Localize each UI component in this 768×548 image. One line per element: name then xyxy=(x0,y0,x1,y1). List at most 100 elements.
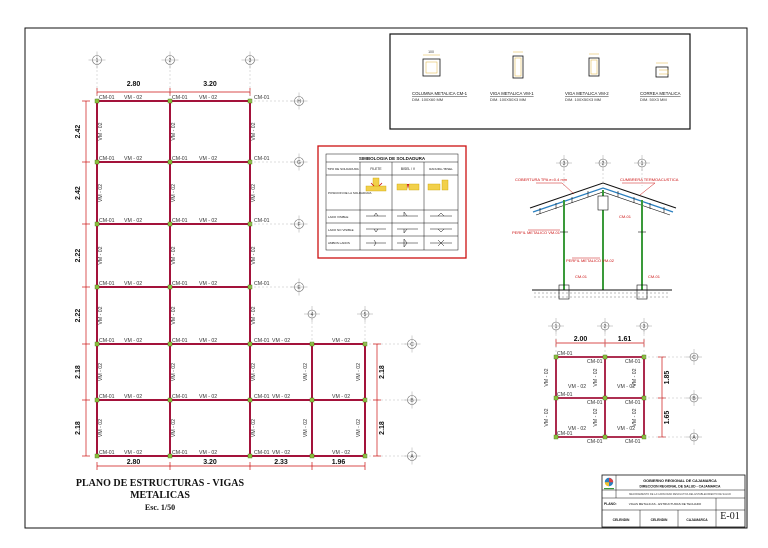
top-dim-label: 3.20 xyxy=(203,81,217,88)
elev-axis-bubble-cross xyxy=(556,155,572,171)
bottom-dim-label: 1.96 xyxy=(332,459,346,466)
column-node xyxy=(167,284,173,290)
right-axis-bubble-label: H xyxy=(297,99,301,105)
small-beam-label-vertical: VM - 02 xyxy=(544,368,550,386)
top-axis-bubble-ext-label: 4 xyxy=(311,312,314,318)
right-axis-bubble-cross xyxy=(290,92,308,110)
small-column-node xyxy=(602,434,608,440)
column-node xyxy=(247,341,253,347)
column-label: CM-01 xyxy=(99,281,115,287)
column-node xyxy=(167,397,173,403)
beam-label-vertical: VM - 02 xyxy=(171,122,177,140)
column-node xyxy=(94,159,100,165)
small-top-dim-label: 1.61 xyxy=(618,336,632,343)
weld-row-not-visible: LADO NO VISIBLE xyxy=(328,228,354,232)
right-axis-bubble-label: E xyxy=(297,285,301,291)
top-axis-bubble-ext-cross xyxy=(357,306,373,322)
elev-label-vm02: PERFIL METALICO VM-02 xyxy=(566,258,615,263)
beam-label-vertical: VM - 02 xyxy=(303,363,309,381)
beam-label: VM - 02 xyxy=(124,450,142,456)
small-beam-label-vertical: VM - 02 xyxy=(593,368,599,386)
title-footer-province: CELENDIN xyxy=(613,518,630,522)
title-org-1: GOBIERNO REGIONAL DE CAJAMARCA xyxy=(643,479,717,483)
column-label: CM-01 xyxy=(99,394,115,400)
regional-government-logo xyxy=(604,477,614,490)
bottom-dim-label: 3.20 xyxy=(203,459,217,466)
small-column-label: CM-01 xyxy=(625,400,641,406)
title-footer-district: CELENDIN xyxy=(651,518,668,522)
top-axis-bubble-cross xyxy=(161,51,179,69)
small-column-node xyxy=(553,395,559,401)
beam-label-vertical: VM - 02 xyxy=(356,363,362,381)
column-node xyxy=(94,284,100,290)
right-axis-bubble-label: A xyxy=(410,454,414,460)
small-column-label: CM-01 xyxy=(625,439,641,445)
beam-label-vertical: VM - 02 xyxy=(171,246,177,264)
beam-label-vertical: VM - 02 xyxy=(98,306,104,324)
beam-label-vertical: VM - 02 xyxy=(171,363,177,381)
small-axis-bubble-right-label: B xyxy=(692,396,696,402)
left-dim-label: 2.42 xyxy=(75,186,82,200)
small-column-node xyxy=(553,434,559,440)
beam-label: VM - 02 xyxy=(272,338,290,344)
small-axis-bubble-label: 1 xyxy=(555,324,558,330)
title-org-2: DIRECCION REGIONAL DE SALUD - CAJAMARCA xyxy=(640,485,721,489)
beam-label-vertical: VM - 02 xyxy=(171,306,177,324)
top-axis-bubble-label: 3 xyxy=(249,58,252,64)
right-axis-bubble-cross xyxy=(290,215,308,233)
column-node xyxy=(167,221,173,227)
small-axis-bubble-right-label: A xyxy=(692,435,696,441)
column-node xyxy=(94,453,100,459)
right-axis-bubble-cross xyxy=(403,447,421,465)
weld-row-both: AMBOS LADOS xyxy=(328,241,350,245)
column-node xyxy=(94,221,100,227)
beam-label-vertical: VM - 02 xyxy=(98,122,104,140)
column-label: CM-01 xyxy=(172,218,188,224)
small-axis-bubble-cross xyxy=(636,318,652,334)
right-axis-bubble-label: G xyxy=(297,160,301,166)
beam-label: VM - 02 xyxy=(199,218,217,224)
small-axis-bubble-right-cross xyxy=(686,349,702,365)
title-block-frame xyxy=(601,474,746,528)
right-axis-bubble-label: B xyxy=(410,398,414,404)
small-column-label: CM-01 xyxy=(587,439,603,445)
elev-axis-bubble-label: 2 xyxy=(602,161,605,167)
section-vm2-shape xyxy=(588,57,600,77)
plan-title-line1: PLANO DE ESTRUCTURAS - VIGAS xyxy=(76,478,245,489)
small-column-label: CM-01 xyxy=(625,359,641,365)
column-node xyxy=(247,397,253,403)
right-dim-label: 2.18 xyxy=(379,421,386,435)
column-label: CM-01 xyxy=(172,338,188,344)
top-axis-bubble-cross xyxy=(88,51,106,69)
beam-label-vertical: VM - 02 xyxy=(171,419,177,437)
column-label: CM-01 xyxy=(172,156,188,162)
beam-label: VM - 02 xyxy=(124,338,142,344)
beam-label-vertical: VM - 02 xyxy=(251,306,257,324)
small-beam-label: VM - 02 xyxy=(617,426,635,432)
column-node xyxy=(94,341,100,347)
beam-label: VM - 02 xyxy=(332,394,350,400)
column-label: CM-01 xyxy=(254,95,270,101)
beam-label: VM - 02 xyxy=(124,394,142,400)
elev-label-ridge: CUMBRERA TERMOACUSTICA xyxy=(620,177,679,182)
weld-header-filete: FILETE xyxy=(370,167,382,171)
column-node xyxy=(309,397,315,403)
small-right-dim-label: 1.85 xyxy=(664,371,671,385)
weld-row-visible: LADO VISIBLE xyxy=(328,215,348,219)
small-beam-label-vertical: VM - 02 xyxy=(593,408,599,426)
small-column-node xyxy=(553,354,559,360)
top-axis-bubble-label: 1 xyxy=(96,58,99,64)
weld-header-type: TIPO DE SOLDADURA xyxy=(327,167,359,171)
plan-scale: Esc. 1/50 xyxy=(145,503,175,512)
small-axis-bubble-cross xyxy=(597,318,613,334)
small-axis-bubble-right-label: C xyxy=(692,355,696,361)
column-node xyxy=(309,453,315,459)
small-column-label: CM-01 xyxy=(557,431,573,437)
weld-header-ranura: RANURA / BISEL xyxy=(429,167,453,171)
right-axis-bubble-label: F xyxy=(297,222,300,228)
column-label: CM-01 xyxy=(99,218,115,224)
bottom-dim-label: 2.33 xyxy=(274,459,288,466)
small-column-node xyxy=(602,395,608,401)
